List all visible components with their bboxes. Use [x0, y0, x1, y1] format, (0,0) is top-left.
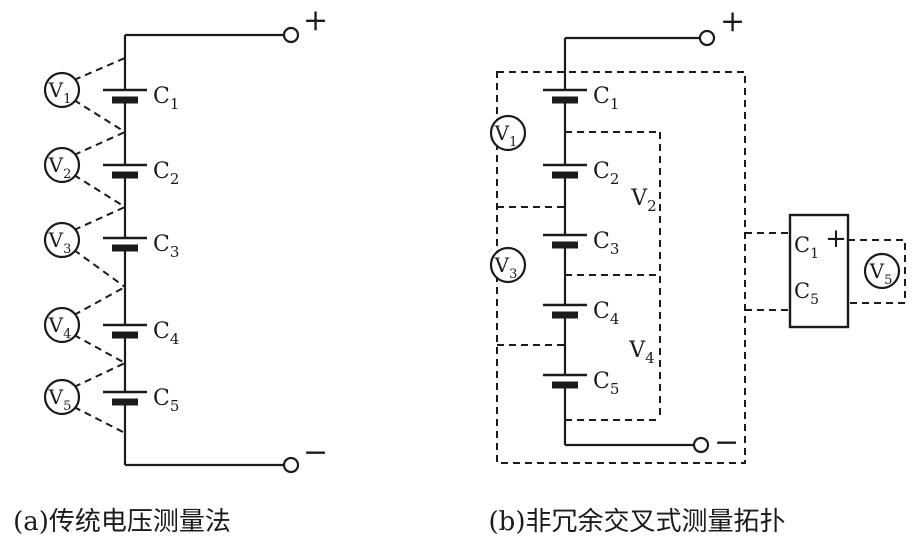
plus-sign-b: +: [720, 4, 745, 39]
meter-v1-label-a: V1: [48, 78, 72, 107]
meter-v5-label-b: V5: [869, 259, 893, 288]
minus-sign-a: −: [303, 435, 328, 470]
diagram-b: + − V1 V3 V2 V4 C1 C2 C3 C4 C5 C1 C5 + V…: [489, 4, 906, 537]
cell-c4-label-a: C4: [153, 319, 179, 348]
meter-v1-circle-b: [489, 114, 527, 152]
meter-v5-circle-b: [863, 252, 901, 290]
bus-label-v2: V2: [630, 186, 656, 215]
battery-short-plates-b: [552, 96, 578, 389]
box-label-c5: C5: [794, 279, 819, 308]
meter-v3-label-a: V3: [48, 228, 72, 257]
caption-b: (b)非冗余交叉式测量拓扑: [489, 507, 786, 537]
meter-v4-label-a: V4: [48, 313, 72, 342]
cell-c1-label-b: C1: [593, 84, 619, 113]
terminal-positive-b: [698, 29, 716, 47]
cell-c4-label-b: C4: [593, 299, 619, 328]
reference-box: [788, 213, 850, 329]
caption-a: (a)传统电压测量法: [13, 507, 231, 537]
terminal-positive-a: [282, 26, 300, 44]
meter-v5-circle-a: [43, 378, 81, 416]
box-label-c1: C1: [794, 233, 819, 262]
meter-v5-label-a: V5: [48, 385, 72, 414]
battery-short-plates-a: [112, 96, 138, 406]
terminal-negative-b: [692, 436, 710, 454]
meter-dashed-topology-b: [496, 71, 906, 464]
meter-dashed-leads-a: [73, 57, 126, 434]
cell-c2-label-a: C2: [153, 159, 179, 188]
cell-c2-label-b: C2: [593, 159, 619, 188]
box-plus-sign: +: [825, 224, 847, 254]
plus-sign-a: +: [303, 3, 328, 38]
cell-c1-label-a: C1: [153, 84, 179, 113]
meter-v3-circle-b: [489, 246, 527, 284]
cell-c3-label-b: C3: [593, 229, 619, 258]
battery-long-plates-b: [543, 88, 587, 377]
wire-path-a: [123, 33, 283, 467]
battery-long-plates-a: [103, 88, 147, 394]
meter-v3-label-b: V3: [494, 253, 518, 282]
meter-v1-circle-a: [43, 71, 81, 109]
meter-v3-circle-a: [43, 221, 81, 259]
meter-v2-circle-a: [43, 146, 81, 184]
minus-sign-b: −: [714, 425, 739, 460]
bus-label-v4: V4: [628, 338, 654, 367]
meter-v1-label-b: V1: [494, 121, 518, 150]
meter-v4-circle-a: [43, 306, 81, 344]
cell-c3-label-a: C3: [153, 232, 179, 261]
terminal-negative-a: [282, 456, 300, 474]
wire-path-b: [563, 36, 700, 447]
diagram-a: + − V1 V2 V3 V4 V5 C1 C2 C3 C4 C5 (a)传统电…: [13, 3, 328, 537]
cell-c5-label-a: C5: [153, 386, 179, 415]
meter-v2-label-a: V2: [48, 153, 72, 182]
cell-c5-label-b: C5: [593, 369, 619, 398]
